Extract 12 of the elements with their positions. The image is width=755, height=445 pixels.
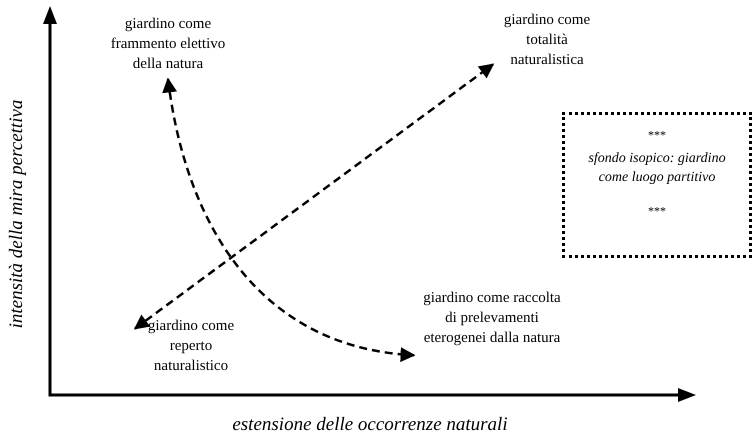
concept-label: giardino come frammento elettivo della natura	[103, 14, 233, 76]
y-axis-title: intensità della mira percettiva	[6, 98, 28, 330]
dashed-arrow	[134, 63, 494, 330]
note-text: sfondo isopico: giardino come luogo partitivo	[587, 150, 727, 187]
x-axis-title: estensione delle occorrenze naturali	[231, 414, 509, 436]
note-box	[562, 112, 752, 258]
asterisk-divider: ***	[647, 127, 667, 144]
dashed-arrow	[162, 78, 416, 362]
concept-label: giardino come raccolta di prelevamenti eterogenei dalla natura	[416, 288, 568, 372]
asterisk-divider: ***	[647, 203, 667, 220]
concept-label: giardino come reperto naturalistico	[135, 316, 247, 380]
concept-label: giardino come totalità naturalistica	[495, 10, 599, 74]
